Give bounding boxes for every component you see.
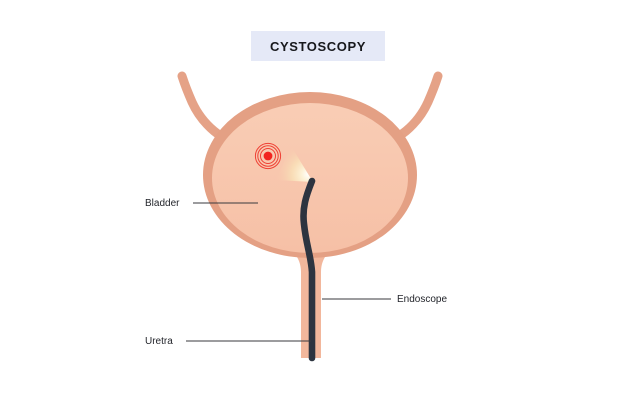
label-endoscope: Endoscope [397, 294, 447, 305]
title-banner: CYSTOSCOPY [251, 31, 385, 61]
label-uretra: Uretra [145, 336, 173, 347]
lesion-ring-inner [260, 148, 276, 164]
endoscope-tube [300, 177, 316, 362]
lesion-ring-middle [257, 145, 279, 167]
lesion-ring-outer [254, 142, 282, 170]
label-bladder: Bladder [145, 198, 180, 209]
bladder-group [203, 92, 417, 258]
labels-group: Bladder Endoscope Uretra [145, 198, 447, 347]
light-beam [276, 146, 313, 182]
page-title: CYSTOSCOPY [269, 38, 367, 54]
lesion-marker [254, 142, 282, 170]
lesion-dot-icon [263, 151, 273, 161]
leader-lines-group [186, 202, 391, 342]
endoscope-group [300, 177, 316, 362]
light-beam-group [276, 146, 313, 182]
